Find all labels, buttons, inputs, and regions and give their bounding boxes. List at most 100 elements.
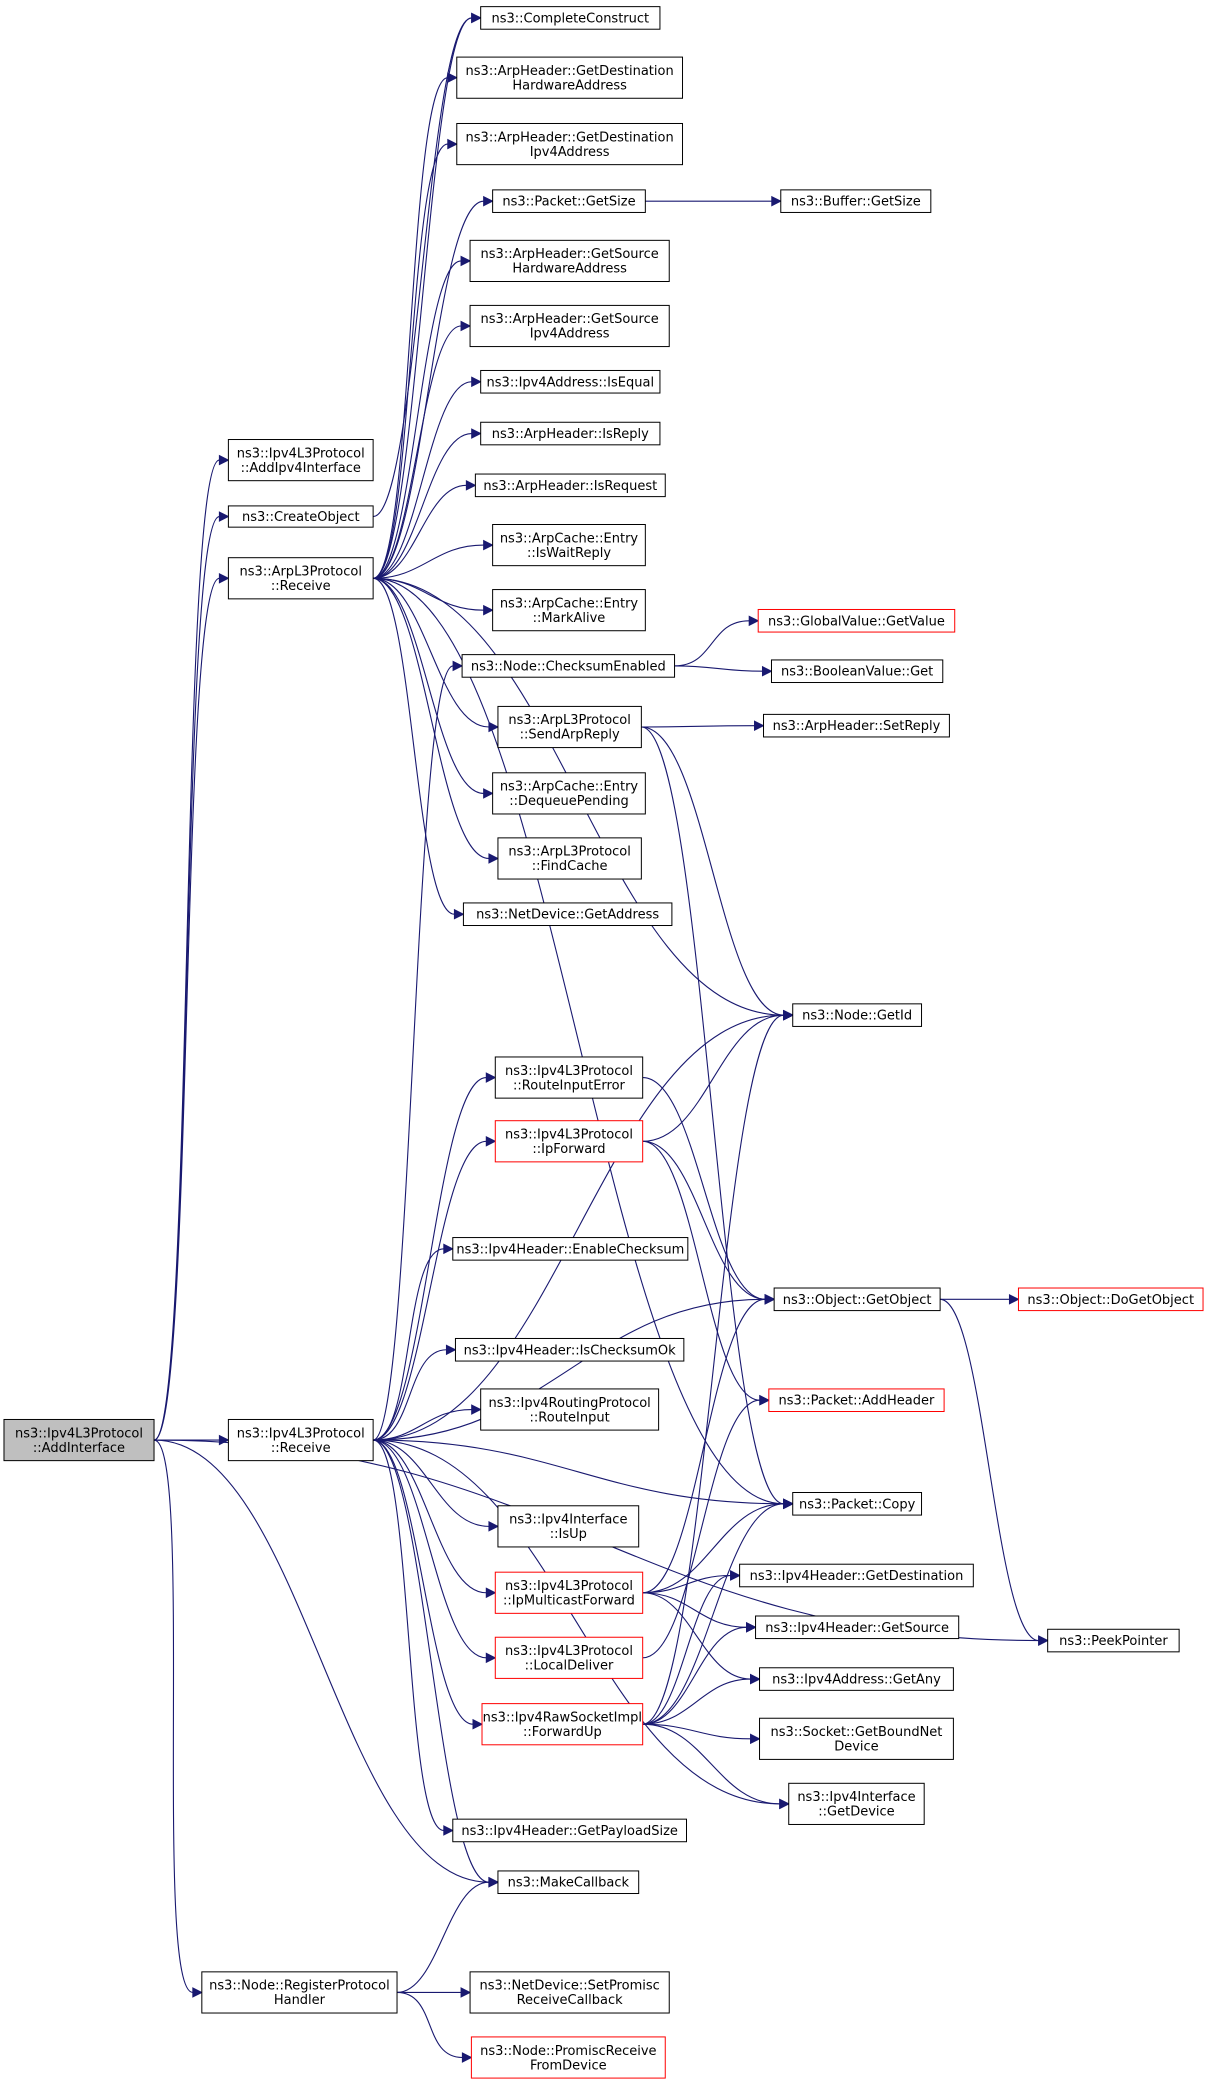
node-label-ipmcforward-line1: ns3::Ipv4L3Protocol bbox=[505, 1579, 633, 1594]
node-label-ifgetdevice-line1: ns3::Ipv4Interface bbox=[797, 1790, 915, 1805]
node-enablechecksum[interactable]: ns3::Ipv4Header::EnableChecksum bbox=[452, 1237, 689, 1261]
node-ipv4recv[interactable]: ns3::Ipv4L3Protocol::Receive bbox=[227, 1418, 374, 1462]
node-label-root-line2: ::AddInterface bbox=[33, 1441, 125, 1456]
node-dogetobject[interactable]: ns3::Object::DoGetObject bbox=[1017, 1287, 1204, 1312]
node-getdesthw[interactable]: ns3::ArpHeader::GetDestinationHardwareAd… bbox=[456, 56, 684, 99]
node-addheader[interactable]: ns3::Packet::AddHeader bbox=[768, 1388, 945, 1413]
node-sendarpreply[interactable]: ns3::ArpL3Protocol::SendArpReply bbox=[497, 705, 642, 749]
node-label-ipv4recv-line1: ns3::Ipv4L3Protocol bbox=[237, 1426, 365, 1441]
node-globalvalue[interactable]: ns3::GlobalValue::GetValue bbox=[757, 608, 956, 633]
arrowhead-reghandler-to-makecallback bbox=[488, 1876, 500, 1888]
arrowhead-getobject-to-peekpointer bbox=[1038, 1635, 1049, 1646]
node-getdest[interactable]: ns3::Ipv4Header::GetDestination bbox=[739, 1563, 974, 1588]
node-isup[interactable]: ns3::Ipv4Interface::IsUp bbox=[497, 1505, 640, 1548]
node-isrequest[interactable]: ns3::ArpHeader::IsRequest bbox=[474, 473, 666, 498]
node-box-routeinputerror bbox=[494, 1056, 644, 1099]
node-getsource[interactable]: ns3::Ipv4Header::GetSource bbox=[755, 1615, 960, 1640]
edge-checksumenabled-to-booleanget bbox=[674, 665, 763, 672]
node-isequal[interactable]: ns3::Ipv4Address::IsEqual bbox=[480, 369, 661, 394]
node-booleanget[interactable]: ns3::BooleanValue::Get bbox=[770, 659, 944, 684]
node-getpayload[interactable]: ns3::Ipv4Header::GetPayloadSize bbox=[452, 1818, 687, 1843]
node-ipforward[interactable]: ns3::Ipv4L3Protocol::IpForward bbox=[494, 1120, 644, 1163]
node-localdeliver[interactable]: ns3::Ipv4L3Protocol::LocalDeliver bbox=[494, 1636, 644, 1679]
node-getaddress[interactable]: ns3::NetDevice::GetAddress bbox=[462, 902, 673, 927]
node-box-root bbox=[3, 1418, 155, 1462]
edge-ipv4recv-to-ipforward bbox=[373, 1140, 487, 1441]
node-getobject[interactable]: ns3::Object::GetObject bbox=[773, 1287, 941, 1312]
node-routeinputerror[interactable]: ns3::Ipv4L3Protocol::RouteInputError bbox=[494, 1056, 644, 1099]
edge-ipforward-to-addheader bbox=[642, 1140, 760, 1401]
node-label-iswaitreply-line1: ns3::ArpCache::Entry bbox=[500, 531, 639, 546]
node-getid[interactable]: ns3::Node::GetId bbox=[792, 1003, 923, 1027]
node-bufgetsize[interactable]: ns3::Buffer::GetSize bbox=[780, 189, 932, 213]
node-iswaitreply[interactable]: ns3::ArpCache::Entry::IsWaitReply bbox=[492, 524, 646, 567]
node-pktgetsize[interactable]: ns3::Packet::GetSize bbox=[492, 189, 646, 213]
edge-root-to-reghandler bbox=[153, 1439, 193, 1993]
node-label-findcache-line2: ::FindCache bbox=[532, 859, 608, 874]
node-pktcopy[interactable]: ns3::Packet::Copy bbox=[792, 1492, 923, 1516]
node-addipv4[interactable]: ns3::Ipv4L3Protocol::AddIpv4Interface bbox=[227, 439, 374, 482]
arrowhead-ipv4recv-to-ipforward bbox=[485, 1135, 497, 1147]
node-label-arprecv-line1: ns3::ArpL3Protocol bbox=[240, 565, 362, 580]
node-box-getaddress bbox=[462, 902, 673, 927]
node-label-markalive-line1: ns3::ArpCache::Entry bbox=[500, 596, 639, 611]
node-label-reghandler-line2: Handler bbox=[274, 1993, 326, 2008]
node-label-pktgetsize-line1: ns3::Packet::GetSize bbox=[502, 195, 635, 210]
node-makecallback[interactable]: ns3::MakeCallback bbox=[497, 1870, 640, 1895]
node-ipmcforward[interactable]: ns3::Ipv4L3Protocol::IpMulticastForward bbox=[494, 1571, 644, 1614]
node-box-ischecksumok bbox=[454, 1337, 685, 1362]
edge-arprecv-to-markalive bbox=[373, 577, 484, 611]
node-peekpointer[interactable]: ns3::PeekPointer bbox=[1047, 1628, 1180, 1653]
node-label-localdeliver-line2: ::LocalDeliver bbox=[525, 1659, 614, 1674]
edge-ipmcforward-to-getobject bbox=[642, 1298, 766, 1594]
node-label-getdest-line1: ns3::Ipv4Header::GetDestination bbox=[750, 1569, 964, 1584]
node-routeinput[interactable]: ns3::Ipv4RoutingProtocol::RouteInput bbox=[480, 1388, 660, 1431]
node-box-arprecv bbox=[227, 557, 374, 600]
arrowhead-arprecv-to-getsrcip bbox=[460, 320, 472, 332]
node-label-checksumenabled-line1: ns3::Node::ChecksumEnabled bbox=[471, 659, 666, 674]
node-markalive[interactable]: ns3::ArpCache::Entry::MarkAlive bbox=[492, 589, 646, 632]
node-arprecv[interactable]: ns3::ArpL3Protocol::Receive bbox=[227, 557, 374, 600]
node-isreply[interactable]: ns3::ArpHeader::IsReply bbox=[480, 421, 661, 446]
node-label-getsrcip-line2: Ipv4Address bbox=[530, 327, 610, 342]
node-findcache[interactable]: ns3::ArpL3Protocol::FindCache bbox=[497, 837, 642, 880]
edge-forwardup-to-getdest bbox=[642, 1574, 731, 1725]
arrowhead-arprecv-to-markalive bbox=[483, 604, 494, 616]
node-getdestip[interactable]: ns3::ArpHeader::GetDestinationIpv4Addres… bbox=[456, 122, 684, 166]
node-complete[interactable]: ns3::CompleteConstruct bbox=[480, 6, 661, 30]
edge-ipmcforward-to-pktcopy bbox=[642, 1503, 784, 1594]
node-ischecksumok[interactable]: ns3::Ipv4Header::IsChecksumOk bbox=[454, 1337, 685, 1362]
node-label-ipforward-line2: ::IpForward bbox=[532, 1142, 605, 1157]
node-box-ipmcforward bbox=[494, 1571, 644, 1614]
arrowhead-forwardup-to-getdest bbox=[730, 1570, 741, 1581]
edge-arprecv-to-getsrchw bbox=[373, 260, 462, 579]
nodes-layer: ns3::Ipv4L3Protocol::AddInterfacens3::Ip… bbox=[3, 6, 1204, 2079]
edge-ipv4recv-to-makecallback bbox=[373, 1439, 489, 1883]
node-setpromisc[interactable]: ns3::NetDevice::SetPromiscReceiveCallbac… bbox=[469, 1971, 670, 2014]
edge-ipv4recv-to-getpayload bbox=[373, 1439, 444, 1831]
node-label-arprecv-line2: ::Receive bbox=[271, 579, 331, 594]
node-ifgetdevice[interactable]: ns3::Ipv4Interface::GetDevice bbox=[788, 1782, 925, 1825]
edge-arprecv-to-dequeue bbox=[373, 577, 484, 794]
node-label-dequeue-line1: ns3::ArpCache::Entry bbox=[500, 780, 639, 795]
node-setreply[interactable]: ns3::ArpHeader::SetReply bbox=[763, 713, 950, 738]
node-box-setreply bbox=[763, 713, 950, 738]
node-getany[interactable]: ns3::Ipv4Address::GetAny bbox=[759, 1667, 954, 1691]
node-label-getdestip-line1: ns3::ArpHeader::GetDestination bbox=[466, 130, 674, 145]
node-createobject[interactable]: ns3::CreateObject bbox=[227, 505, 374, 528]
node-dequeue[interactable]: ns3::ArpCache::Entry::DequeuePending bbox=[492, 772, 646, 815]
node-box-getid bbox=[792, 1003, 923, 1027]
node-checksumenabled[interactable]: ns3::Node::ChecksumEnabled bbox=[461, 654, 676, 678]
edge-ipv4recv-to-ipmcforward bbox=[373, 1439, 487, 1594]
node-box-markalive bbox=[492, 589, 646, 632]
node-forwardup[interactable]: ns3::Ipv4RawSocketImpl::ForwardUp bbox=[481, 1703, 644, 1746]
edge-arprecv-to-getaddress bbox=[373, 577, 455, 915]
node-box-getdesthw bbox=[456, 56, 684, 99]
node-box-findcache bbox=[497, 837, 642, 880]
node-label-setreply-line1: ns3::ArpHeader::SetReply bbox=[773, 719, 941, 734]
